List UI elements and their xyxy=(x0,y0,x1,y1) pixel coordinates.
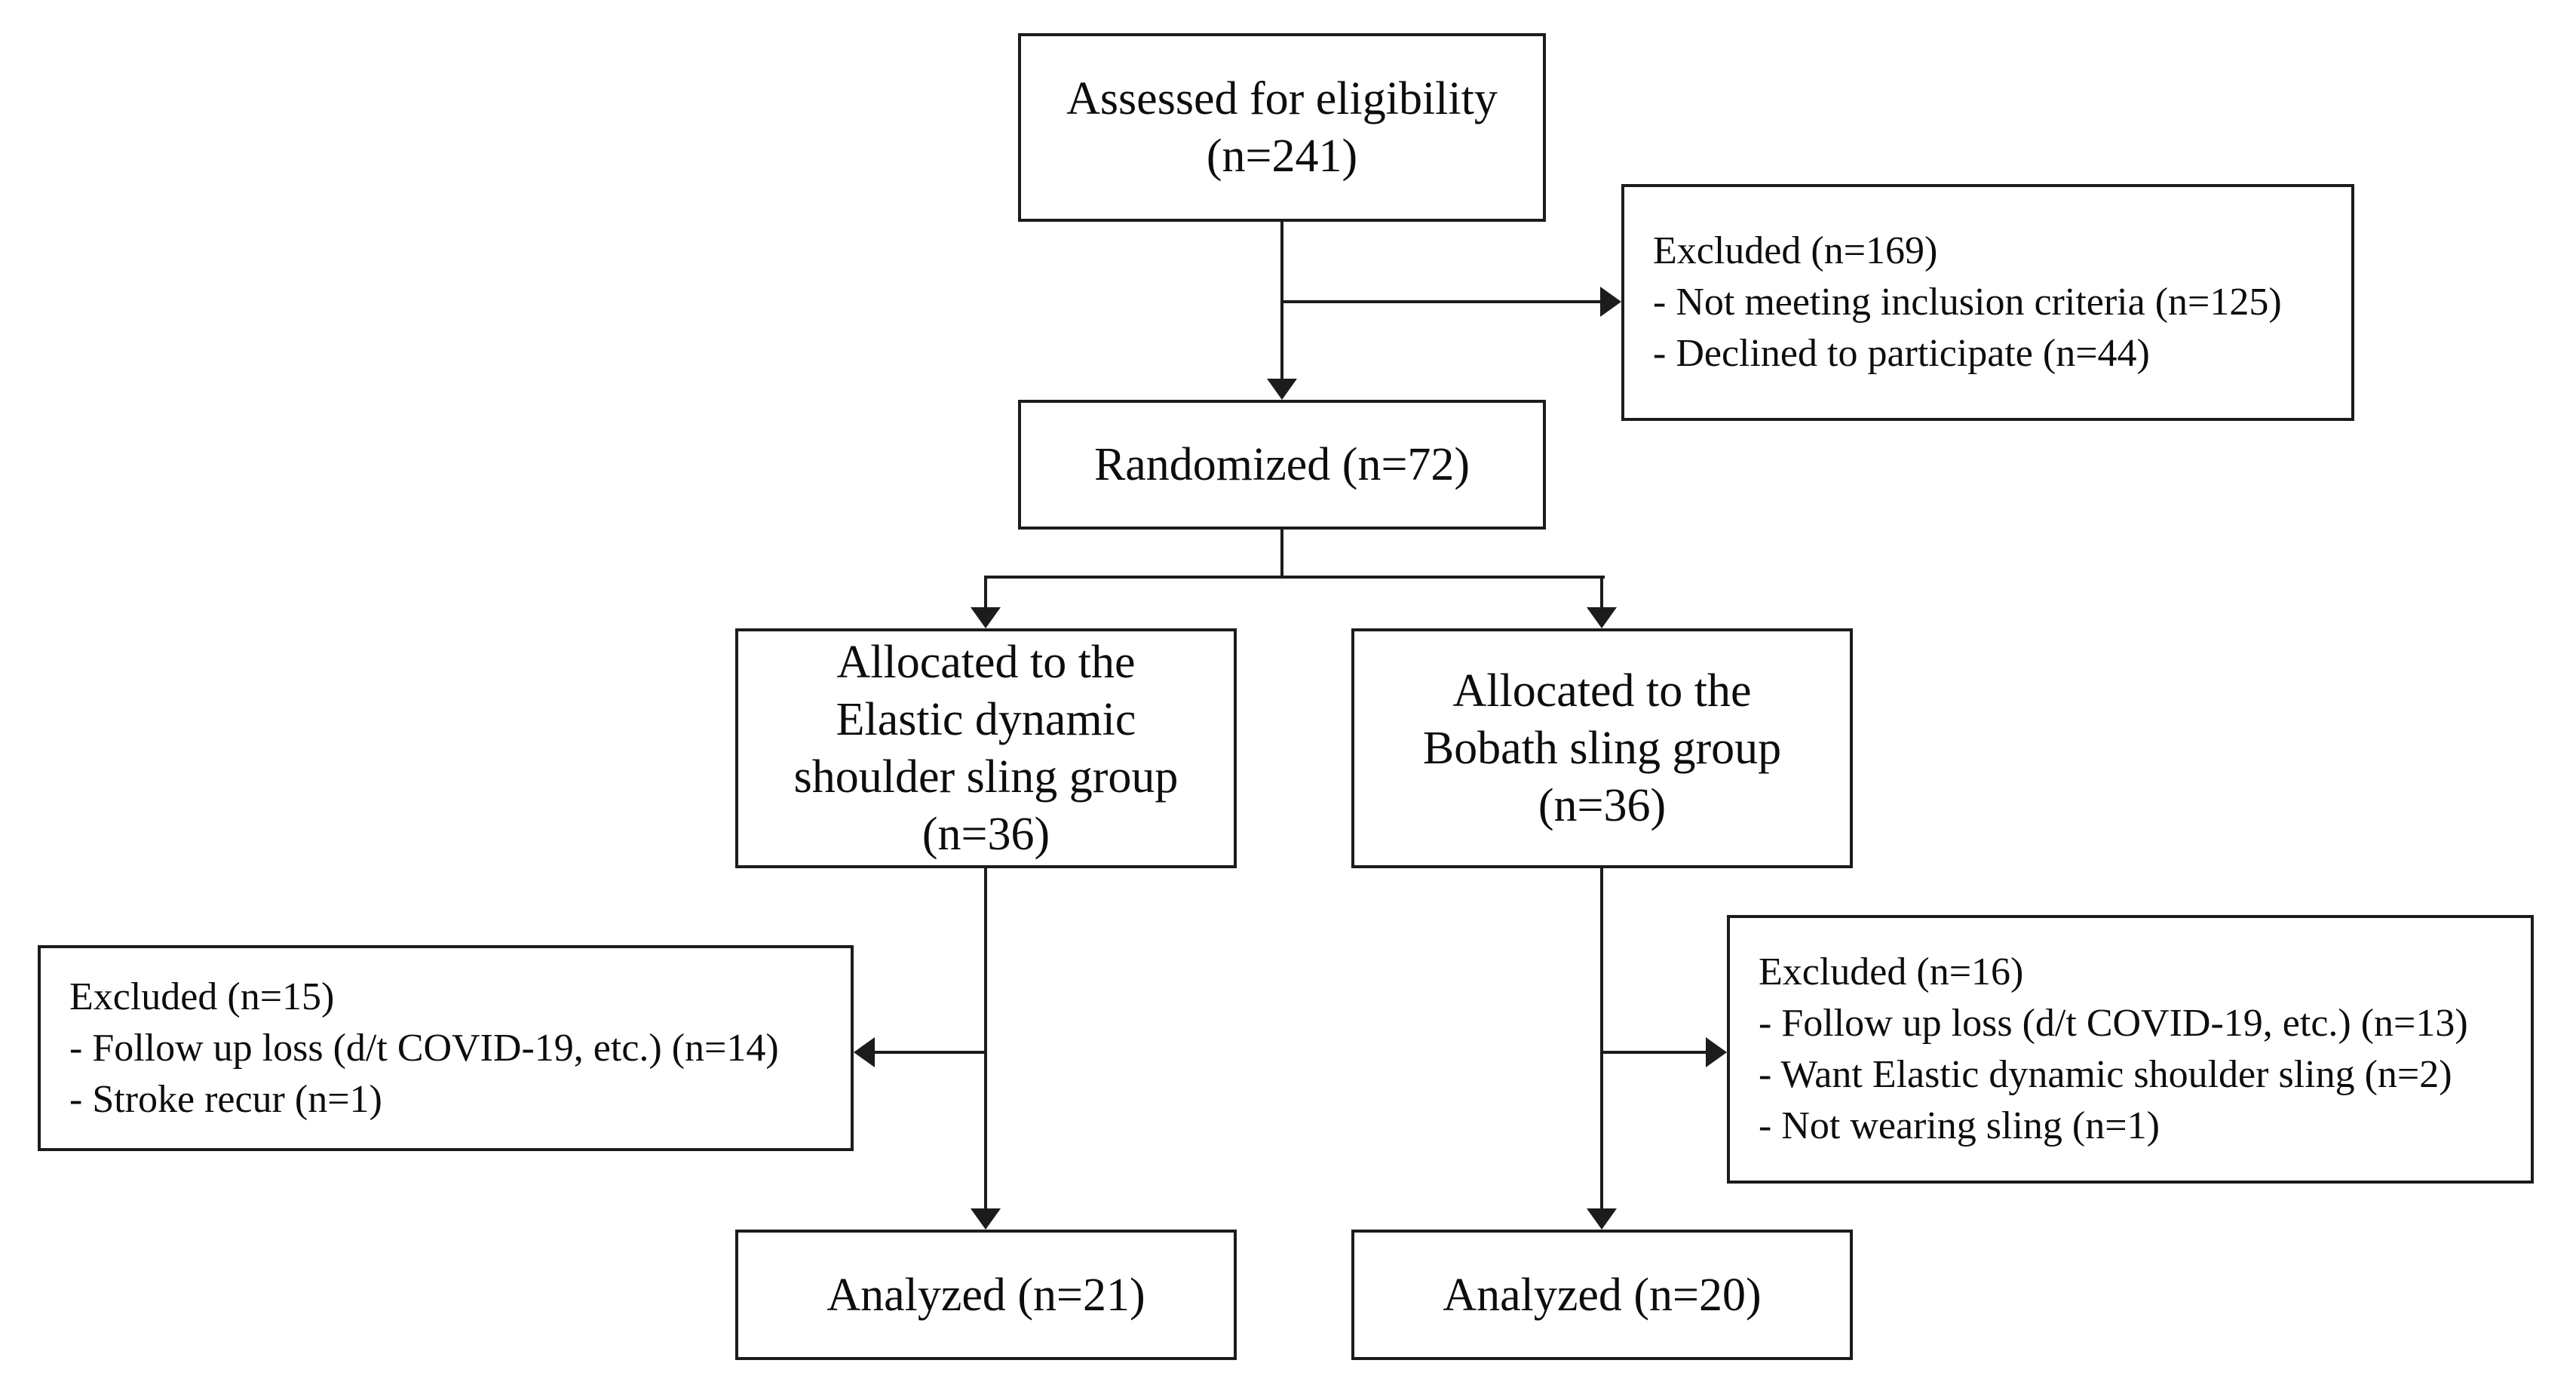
connector-allocated-analyzed-bobath xyxy=(1600,868,1603,1211)
excluded-screening-box: Excluded (n=169) - Not meeting inclusion… xyxy=(1621,184,2354,421)
arrowhead-into-excluded-elastic xyxy=(854,1037,875,1067)
analyzed-elastic-label: Analyzed (n=21) xyxy=(826,1269,1145,1321)
randomized-label: Randomized (n=72) xyxy=(1093,439,1470,490)
allocated-bobath-line-2: Bobath sling group xyxy=(1422,723,1782,774)
excluded-elastic-item-1: - Follow up loss (d/t COVID-19, etc.) (n… xyxy=(69,1026,779,1070)
allocated-bobath-box: Allocated to the Bobath sling group (n=3… xyxy=(1351,628,1853,868)
randomized-box: Randomized (n=72) xyxy=(1018,400,1546,530)
excluded-bobath-heading: Excluded (n=16) xyxy=(1759,950,2024,993)
allocated-bobath-line-1: Allocated to the xyxy=(1452,665,1752,717)
assessed-count: (n=241) xyxy=(1206,130,1358,182)
arrowhead-into-analyzed-bobath xyxy=(1587,1208,1617,1230)
assessed-eligibility-box: Assessed for eligibility (n=241) xyxy=(1018,33,1546,222)
excluded-elastic-box: Excluded (n=15) - Follow up loss (d/t CO… xyxy=(38,945,854,1151)
excluded-screening-heading: Excluded (n=169) xyxy=(1653,229,1938,272)
connector-allocated-analyzed-elastic xyxy=(984,868,987,1211)
allocated-elastic-line-2: Elastic dynamic xyxy=(836,694,1136,745)
excluded-bobath-box: Excluded (n=16) - Follow up loss (d/t CO… xyxy=(1727,915,2534,1184)
analyzed-bobath-label: Analyzed (n=20) xyxy=(1443,1269,1762,1321)
excluded-screening-item-1: - Not meeting inclusion criteria (n=125) xyxy=(1653,281,2282,324)
connector-to-excluded-elastic xyxy=(873,1051,987,1054)
excluded-elastic-item-2: - Stroke recur (n=1) xyxy=(69,1077,382,1121)
arrowhead-into-randomized xyxy=(1267,379,1297,400)
allocated-elastic-box: Allocated to the Elastic dynamic shoulde… xyxy=(735,628,1237,868)
connector-split-allocated-elastic xyxy=(984,577,987,610)
arrowhead-into-excluded-screening xyxy=(1600,287,1621,317)
excluded-bobath-item-2: - Want Elastic dynamic shoulder sling (n… xyxy=(1759,1053,2452,1096)
arrowhead-into-analyzed-elastic xyxy=(971,1208,1001,1230)
analyzed-elastic-box: Analyzed (n=21) xyxy=(735,1230,1237,1360)
excluded-bobath-item-3: - Not wearing sling (n=1) xyxy=(1759,1104,2160,1147)
allocated-elastic-line-3: shoulder sling group xyxy=(793,751,1179,803)
connector-split-bar xyxy=(984,576,1605,579)
arrowhead-into-allocated-bobath xyxy=(1587,607,1617,628)
assessed-line-1: Assessed for eligibility xyxy=(1066,73,1498,124)
excluded-bobath-item-1: - Follow up loss (d/t COVID-19, etc.) (n… xyxy=(1759,1002,2468,1045)
allocated-elastic-count: (n=36) xyxy=(922,809,1050,860)
connector-randomized-stub xyxy=(1280,530,1283,579)
allocated-elastic-line-1: Allocated to the xyxy=(836,637,1136,688)
excluded-elastic-heading: Excluded (n=15) xyxy=(69,975,335,1018)
connector-to-excluded-bobath xyxy=(1602,1051,1709,1054)
connector-split-allocated-bobath xyxy=(1600,577,1603,610)
excluded-screening-item-2: - Declined to participate (n=44) xyxy=(1653,332,2150,375)
analyzed-bobath-box: Analyzed (n=20) xyxy=(1351,1230,1853,1360)
connector-to-excluded-screening xyxy=(1282,300,1603,303)
arrowhead-into-allocated-elastic xyxy=(971,607,1001,628)
arrowhead-into-excluded-bobath xyxy=(1706,1037,1727,1067)
allocated-bobath-count: (n=36) xyxy=(1538,780,1667,831)
